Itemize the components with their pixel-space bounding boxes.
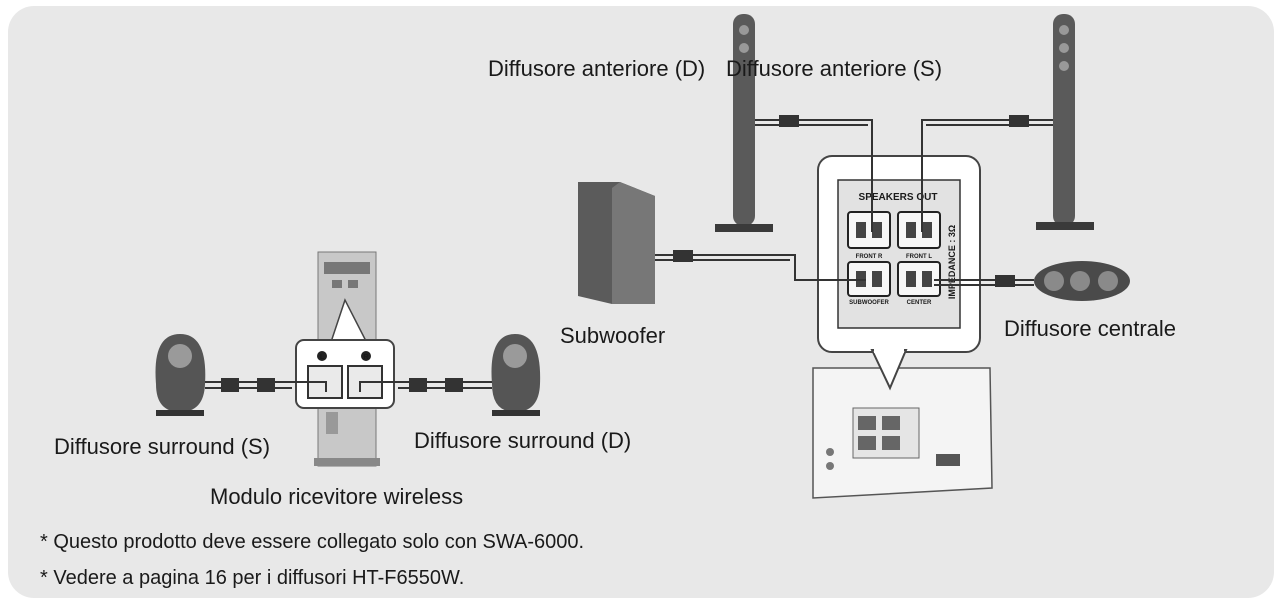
center-speaker-label: Diffusore centrale: [1004, 316, 1177, 341]
speakers-out-panel: [817, 155, 981, 391]
subwoofer-label: Subwoofer: [560, 323, 666, 348]
panel-impedance-label: IMPEDANCE : 3Ω: [947, 225, 957, 299]
note-1: * Questo prodotto deve essere collegato …: [40, 531, 585, 553]
front-left-label: Diffusore anteriore (S): [726, 56, 943, 81]
subwoofer: [578, 182, 655, 304]
port-label-right: R: [363, 354, 368, 361]
wireless-receiver-module: [295, 251, 395, 467]
wireless-module-label: Modulo ricevitore wireless: [210, 484, 464, 509]
panel-center-label: CENTER: [907, 300, 932, 306]
center-speaker: [1034, 261, 1130, 301]
surround-cables: [205, 378, 492, 392]
front-speaker-right: [715, 14, 773, 232]
front-speaker-left: [1036, 14, 1094, 230]
panel-front-l-label: FRONT L: [906, 254, 932, 260]
front-right-label: Diffusore anteriore (D): [488, 56, 706, 81]
port-label-left: L: [320, 354, 325, 361]
surround-speaker-left: [155, 334, 206, 416]
main-unit: [812, 367, 993, 499]
surround-speaker-right: [491, 334, 541, 416]
panel-front-r-label: FRONT R: [856, 254, 883, 260]
speaker-cables: [655, 115, 1053, 287]
note-2: * Vedere a pagina 16 per i diffusori HT-…: [40, 567, 465, 589]
surround-right-label: Diffusore surround (D): [414, 428, 632, 453]
surround-left-label: Diffusore surround (S): [54, 434, 271, 459]
panel-title: SPEAKERS OUT: [859, 192, 938, 203]
panel-subwoofer-label: SUBWOOFER: [849, 300, 889, 306]
